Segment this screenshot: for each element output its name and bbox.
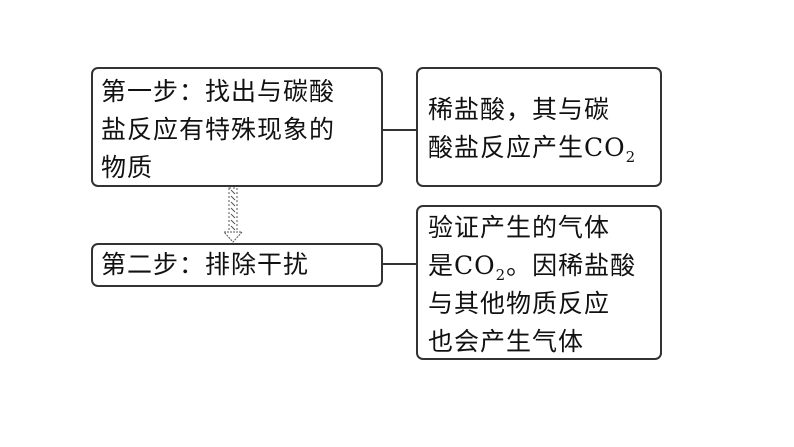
result2-line-2-pre: 是CO [428,251,496,280]
result2-box: 验证产生的气体 是CO2。因稀盐酸 与其他物质反应 也会产生气体 [416,205,662,360]
step1-line-1: 第一步：找出与碳酸 [101,77,336,106]
step1-line-3: 物质 [101,153,154,182]
step2-box: 第二步：排除干扰 [91,243,383,287]
result1-line-2: 酸盐反应产生CO2 [428,129,654,167]
result2-line-1: 验证产生的气体 [428,213,611,242]
result2-line-2: 是CO2。因稀盐酸 [428,247,654,285]
step2-text: 第二步：排除干扰 [101,250,310,279]
step1-line-2: 盐反应有特殊现象的 [101,115,336,144]
result2-line-3: 与其他物质反应 [428,289,611,318]
result2-co2-subscript: 2 [495,266,507,284]
result1-co2-subscript: 2 [625,148,637,166]
result2-line-4: 也会产生气体 [428,327,585,356]
result2-line-2-post: 。因稀盐酸 [506,251,637,280]
result1-line-2-text: 酸盐反应产生CO [428,133,626,162]
result1-box: 稀盐酸，其与碳 酸盐反应产生CO2 [416,67,662,187]
down-arrow-step1-to-step2 [222,187,244,243]
result1-line-1: 稀盐酸，其与碳 [428,95,611,124]
step1-box: 第一步：找出与碳酸 盐反应有特殊现象的 物质 [91,67,383,187]
